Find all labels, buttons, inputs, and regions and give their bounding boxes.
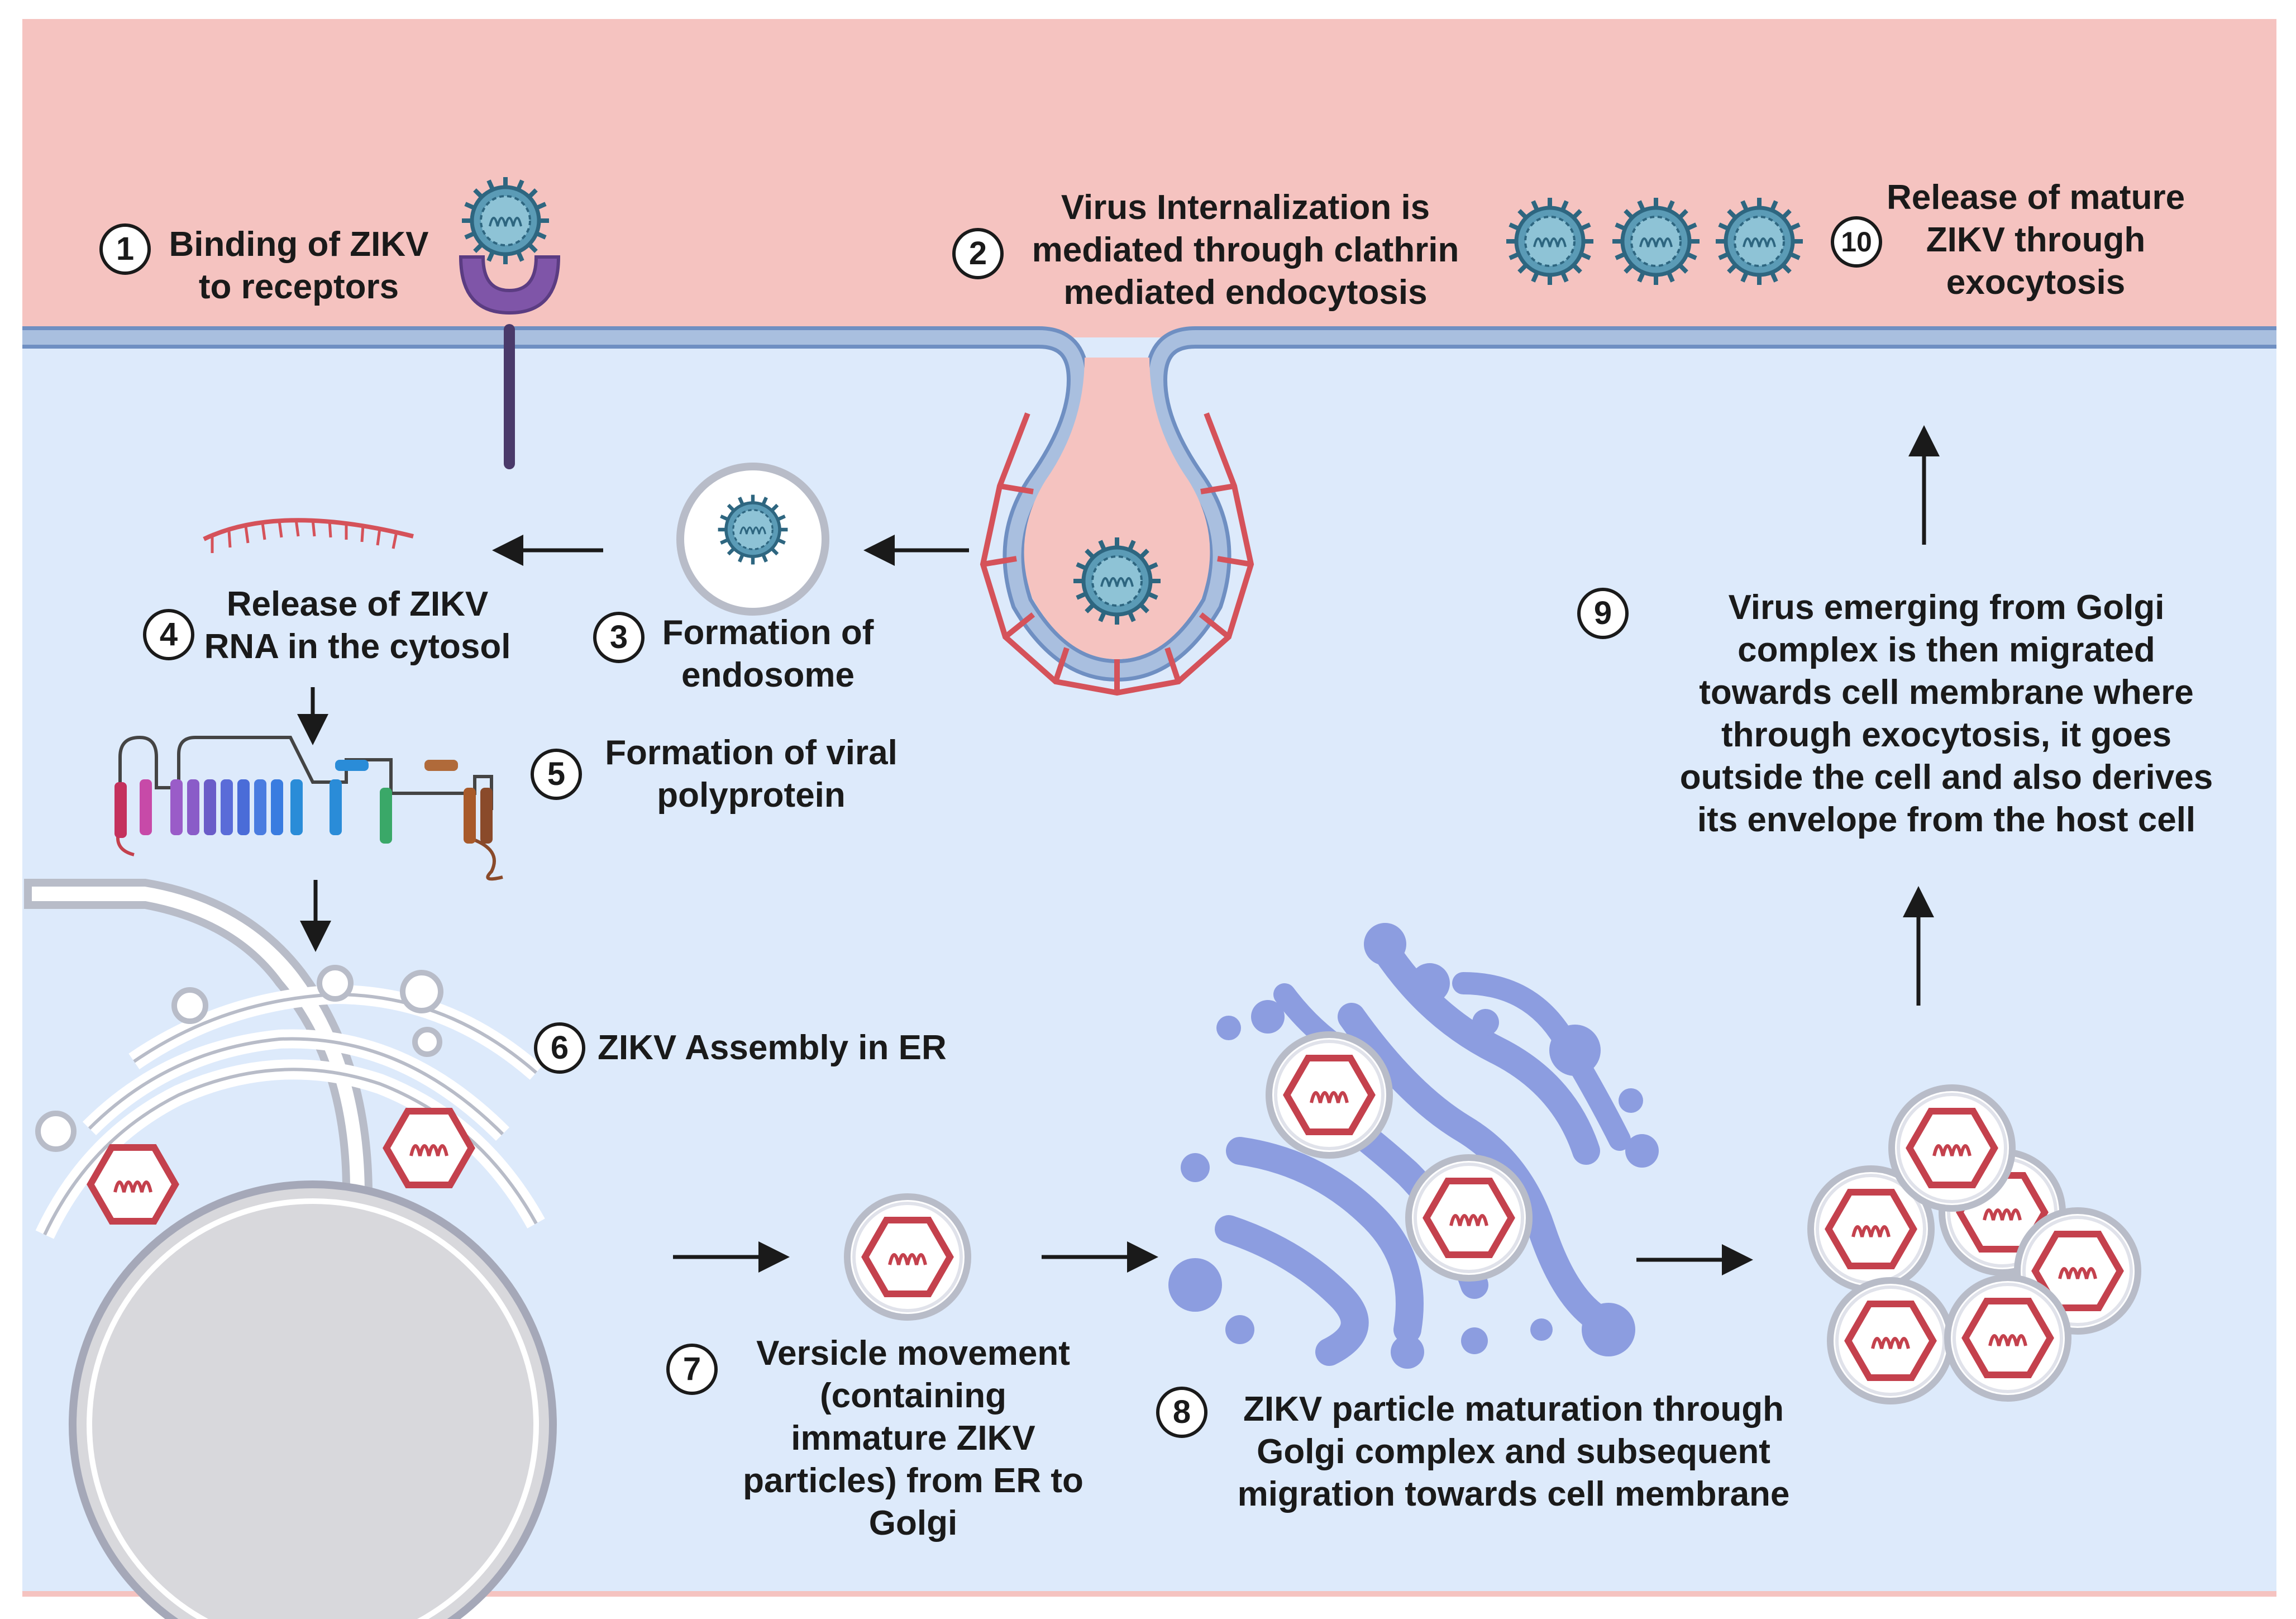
step-1-badge: 1 [99,223,151,275]
flow-arrows [297,425,1940,1275]
cluster-vesicle-3 [1892,1088,2012,1208]
nucleus [69,1180,557,1619]
er-immature-virus-2 [386,1111,471,1185]
viral-polyprotein [114,735,503,881]
bottom-membrane [22,1591,2276,1597]
step-9-badge: 9 [1577,588,1629,639]
er-immature-virus-1 [90,1147,175,1221]
golgi-vesicle-2 [1409,1158,1529,1278]
step-8-badge: 8 [1156,1387,1207,1438]
released-virus-2 [1612,198,1700,285]
receptor [459,255,561,469]
step-10-badge: 10 [1831,216,1882,268]
cluster-vesicle-6 [1947,1278,2068,1398]
step-4-badge: 4 [143,609,194,660]
bound-virus [462,177,549,264]
step-2-badge: 2 [952,228,1004,279]
extracellular-space [22,19,2276,337]
nucleus-and-er [24,879,557,1619]
released-virus-1 [1506,198,1593,285]
step-3-badge: 3 [593,612,645,663]
step-5-badge: 5 [531,749,582,800]
clathrin-coat [980,412,1254,696]
internalized-virus [1073,537,1161,625]
step-6-badge: 6 [534,1022,585,1074]
step-7-badge: 7 [666,1344,718,1395]
cluster-vesicle-5 [1830,1280,1951,1401]
viral-rna [203,518,414,553]
golgi-vesicle-1 [1269,1035,1390,1155]
step-6-label: ZIKV Assembly in ER [598,1028,947,1067]
released-virus-3 [1716,198,1803,285]
endosome [676,463,829,616]
transport-vesicle [847,1197,968,1317]
